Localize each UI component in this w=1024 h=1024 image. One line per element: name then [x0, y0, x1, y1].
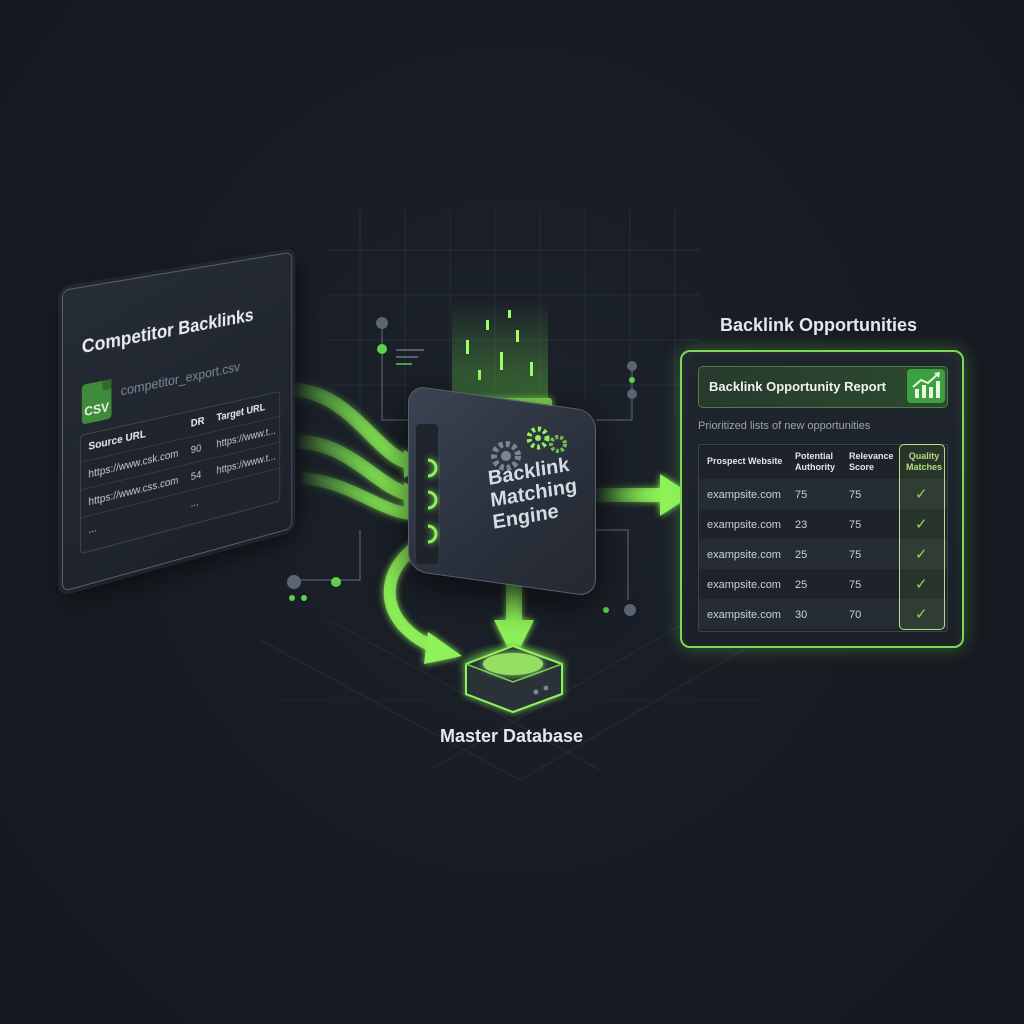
table-cell: 75 [849, 549, 862, 561]
backlink-opportunities-panel: Backlink Opportunity Report Prioritized … [680, 350, 964, 648]
table-cell: 25 [795, 549, 808, 561]
engine-decorations [416, 424, 567, 564]
table-row: exampsite.com 75 75 ✓ [699, 479, 947, 509]
table-cell: exampsite.com [707, 489, 781, 501]
table-cell: 23 [795, 519, 808, 531]
table-cell: 25 [795, 579, 808, 591]
table-cell: 75 [849, 489, 862, 501]
table-cell: ... [88, 522, 97, 537]
table-cell: 70 [849, 609, 862, 621]
column-header: Prospect Website [707, 456, 783, 466]
circuit-decorations [294, 324, 633, 600]
check-icon: ✓ [915, 516, 928, 533]
report-title: Backlink Opportunity Report [709, 379, 886, 394]
table-cell: 75 [849, 579, 862, 591]
table-row: exampsite.com 25 75 ✓ [699, 569, 947, 599]
opportunities-heading: Backlink Opportunities [720, 315, 918, 335]
report-subtitle: Prioritized lists of new opportunities [698, 420, 871, 432]
report-header: Backlink Opportunity Report [698, 366, 948, 408]
opportunities-table: Prospect Website Potential Authority Rel… [698, 444, 948, 632]
table-cell: exampsite.com [707, 579, 781, 591]
table-row: exampsite.com 30 70 ✓ [699, 599, 947, 629]
table-cell: exampsite.com [707, 549, 781, 561]
column-header: Relevance Score [849, 451, 894, 472]
csv-filename: competitor_export.csv [120, 358, 240, 399]
table-cell: 30 [795, 609, 808, 621]
growth-chart-icon [907, 369, 945, 403]
check-icon: ✓ [915, 606, 928, 623]
table-cell: 75 [795, 489, 808, 501]
quality-matches-highlight [899, 444, 945, 630]
table-cell: 75 [849, 519, 862, 531]
column-header: Target URL [216, 401, 266, 424]
table-header-row: Prospect Website Potential Authority Rel… [699, 445, 947, 479]
master-database-label: Master Database [440, 726, 584, 746]
table-cell: ... [190, 496, 199, 510]
column-header: Potential Authority [795, 451, 835, 472]
table-cell: exampsite.com [707, 519, 781, 531]
table-cell: 54 [190, 469, 202, 484]
check-icon: ✓ [915, 576, 928, 593]
table-cell: exampsite.com [707, 609, 781, 621]
check-icon: ✓ [915, 546, 928, 563]
column-header: Quality Matches [905, 451, 942, 472]
table-row: exampsite.com 25 75 ✓ [699, 539, 947, 569]
column-header: Source URL [88, 428, 146, 453]
csv-file-icon: CSV [81, 378, 112, 425]
column-header: DR [190, 415, 205, 430]
panel-title: Competitor Backlinks [81, 305, 254, 359]
master-database-icon [455, 642, 571, 714]
check-icon: ✓ [915, 486, 928, 503]
engine-glow-vents [427, 458, 438, 544]
table-row: exampsite.com 23 75 ✓ [699, 509, 947, 539]
circuit-nodes [287, 317, 637, 616]
gears-icon [491, 426, 567, 471]
table-cell: 90 [190, 442, 202, 457]
